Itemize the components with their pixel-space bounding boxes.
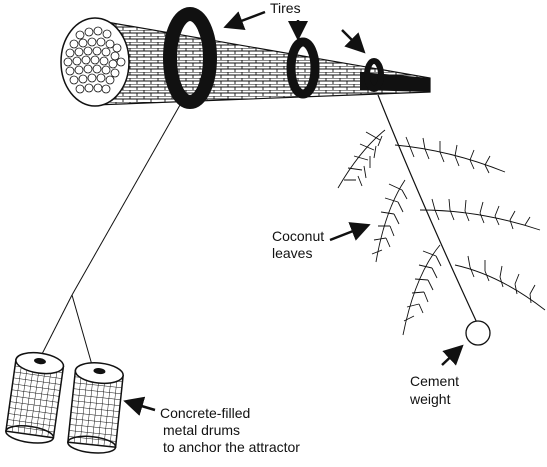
- weight-arrow: [441, 344, 464, 366]
- metal-drums: [5, 351, 124, 454]
- tire-arrow-3: [341, 29, 366, 54]
- leaf-rope: [377, 94, 479, 326]
- leaves-arrow: [329, 222, 371, 242]
- drums-label-line2: metal drums: [163, 422, 241, 438]
- cement-weight-label-line1: Cement: [410, 373, 460, 389]
- tire-3: [364, 58, 384, 92]
- cement-weight: [465, 320, 491, 346]
- coconut-leaves-label-line1: Coconut: [272, 228, 325, 244]
- coconut-leaves-label-line2: leaves: [272, 245, 313, 261]
- tires: [163, 7, 384, 109]
- coconut-leaves: [337, 94, 546, 346]
- drums-label-line1: Concrete-filled: [160, 405, 251, 421]
- bundle-end-face: [60, 17, 130, 107]
- anchor-lines: [39, 104, 181, 366]
- tire-1: [163, 7, 217, 109]
- cement-weight-label-line2: weight: [410, 391, 451, 407]
- tire-arrow-1: [223, 10, 266, 31]
- tires-label: Tires: [270, 0, 301, 16]
- tire-2: [286, 37, 320, 99]
- drums-arrow: [123, 396, 156, 416]
- drums-label-line3: to anchor the attractor: [163, 439, 300, 455]
